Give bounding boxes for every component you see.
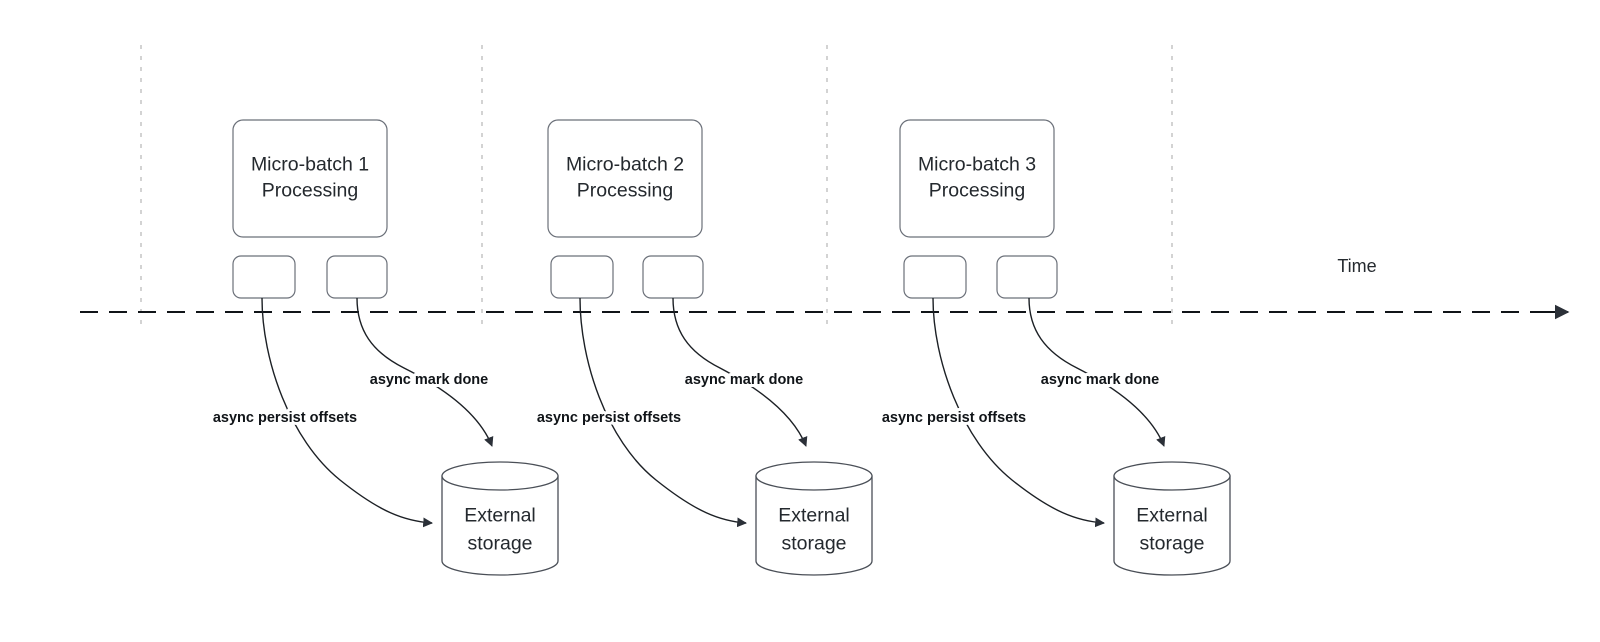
- async-mark-done-label-2: async mark done: [685, 372, 803, 388]
- task-box-3-1[interactable]: [903, 255, 967, 299]
- storage-cylinder-top-3: [1113, 461, 1231, 491]
- storage-cylinder-body-3[interactable]: [1113, 475, 1231, 576]
- period-tick-lines: [140, 45, 1173, 330]
- task-box-2-1[interactable]: [550, 255, 614, 299]
- task-box-2-2[interactable]: [642, 255, 704, 299]
- processing-box-3[interactable]: [899, 119, 1055, 238]
- async-persist-offsets-label-halo-1: async persist offsets: [213, 410, 357, 426]
- async-persist-offsets-arrow-3: [932, 297, 1105, 528]
- async-persist-offsets-label-1: async persist offsets: [213, 410, 357, 426]
- storage-label-line2-3: storage: [1139, 533, 1204, 555]
- storage-label-line2-1: storage: [467, 533, 532, 555]
- time-axis-label: Time: [1337, 256, 1376, 276]
- storage-cylinder-top-2: [755, 461, 873, 491]
- async-persist-offsets-arrow-1: [261, 297, 433, 528]
- processing-box-2[interactable]: [547, 119, 703, 238]
- storage-label-line2-2: storage: [781, 533, 846, 555]
- async-persist-offsets-arrow-2: [579, 297, 747, 528]
- async-mark-done-arrow-3: [1028, 297, 1166, 447]
- async-mark-done-arrow-2: [672, 297, 808, 447]
- processing-box-label-line2: Processing: [577, 180, 673, 202]
- task-box-1-2[interactable]: [326, 255, 388, 299]
- storage-label-line1-2: External: [778, 505, 850, 527]
- storage-label-line1-3: External: [1136, 505, 1208, 527]
- task-box-3-2[interactable]: [996, 255, 1058, 299]
- async-mark-done-label-1: async mark done: [370, 372, 488, 388]
- storage-cylinder-top-1: [441, 461, 559, 491]
- task-box-1-1[interactable]: [232, 255, 296, 299]
- async-persist-offsets-label-halo-2: async persist offsets: [537, 410, 681, 426]
- async-mark-done-label-halo-2: async mark done: [685, 372, 803, 388]
- async-persist-offsets-label-2: async persist offsets: [537, 410, 681, 426]
- processing-box-label-line1: Micro-batch 2: [566, 154, 684, 176]
- async-mark-done-label-halo-1: async mark done: [370, 372, 488, 388]
- storage-cylinder-body-2[interactable]: [755, 475, 873, 576]
- async-mark-done-label-halo-3: async mark done: [1041, 372, 1159, 388]
- storage-label-line1-1: External: [464, 505, 536, 527]
- async-persist-offsets-label-3: async persist offsets: [882, 410, 1026, 426]
- processing-box-label-line2: Processing: [929, 180, 1025, 202]
- processing-box-label-line1: Micro-batch 3: [918, 154, 1036, 176]
- storage-cylinder-body-1[interactable]: [441, 475, 559, 576]
- processing-box-label-line1: Micro-batch 1: [251, 154, 369, 176]
- async-mark-done-label-3: async mark done: [1041, 372, 1159, 388]
- async-mark-done-arrow-1: [356, 297, 494, 447]
- processing-box-label-line2: Processing: [262, 180, 358, 202]
- processing-box-1[interactable]: [232, 119, 388, 238]
- async-persist-offsets-label-halo-3: async persist offsets: [882, 410, 1026, 426]
